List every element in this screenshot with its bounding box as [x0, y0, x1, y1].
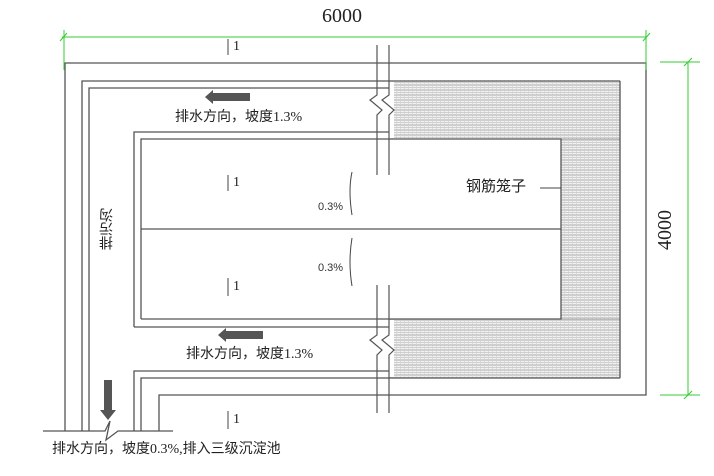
section-mark: 1	[233, 412, 240, 427]
wall-lines	[43, 62, 647, 442]
arrow-down-icon	[100, 380, 116, 420]
section-mark: 1	[233, 279, 240, 294]
slope-label-upper: 0.3%	[318, 201, 344, 213]
dimension-lines	[59, 30, 700, 400]
section-mark: 1	[233, 39, 240, 54]
bottom-channel-label: 排水方向，坡度1.3%	[186, 347, 314, 362]
section-mark: 1	[233, 175, 240, 190]
slope-label-lower: 0.3%	[318, 262, 344, 274]
top-channel-label: 排水方向，坡度1.3%	[175, 110, 303, 125]
height-dimension: 4000	[654, 210, 676, 250]
flow-arrows	[100, 90, 263, 420]
width-dimension: 6000	[322, 5, 362, 27]
outlet-label: 排水方向，坡度0.3%,排入三级沉淀池	[52, 442, 281, 457]
gabion-label: 钢筋笼子	[466, 179, 527, 195]
sewage-ditch-label: 排污沟	[100, 208, 115, 250]
slope-marks	[349, 171, 353, 287]
arrow-left-icon	[205, 90, 250, 104]
arrow-left-icon	[218, 328, 263, 342]
break-lines	[369, 45, 395, 413]
